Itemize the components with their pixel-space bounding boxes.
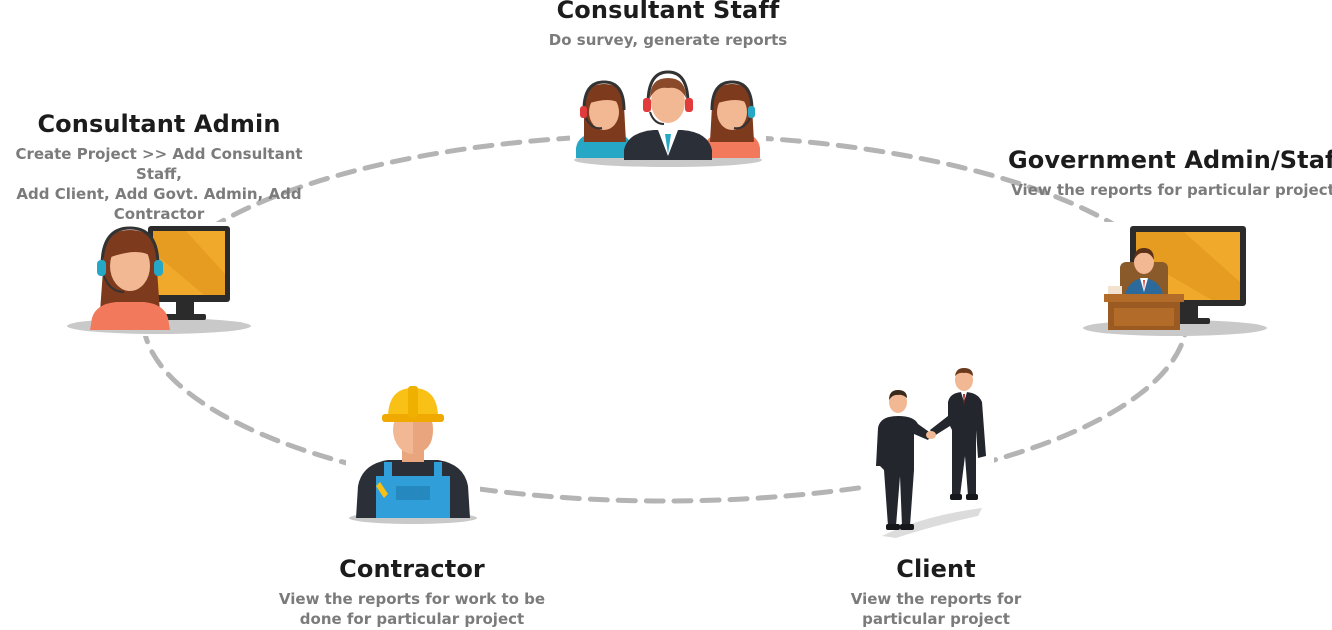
support-team-icon bbox=[570, 66, 766, 170]
role-client: Client View the reports for particular p… bbox=[806, 555, 1066, 629]
role-description: View the reports for particular project bbox=[806, 589, 1066, 629]
description-line: particular project bbox=[862, 610, 1010, 628]
role-title: Client bbox=[896, 555, 976, 583]
role-description: View the reports for work to be done for… bbox=[262, 589, 562, 629]
description-line: done for particular project bbox=[299, 610, 525, 628]
description-line: Contractor bbox=[113, 205, 205, 223]
role-title: Contractor bbox=[339, 555, 485, 583]
official-at-desk-icon bbox=[1080, 222, 1270, 336]
construction-worker-icon bbox=[346, 382, 480, 526]
role-title: Consultant Staff bbox=[556, 0, 780, 24]
description-line: View the reports for work to be bbox=[278, 590, 546, 608]
role-description: View the reports for particular project bbox=[1011, 181, 1332, 199]
role-description: Do survey, generate reports bbox=[548, 31, 788, 49]
description-line: Create Project >> Add Consultant Staff, bbox=[15, 145, 303, 183]
role-title: Government Admin/Staff bbox=[1008, 146, 1332, 174]
handshake-icon bbox=[862, 366, 994, 542]
role-consultant-staff: Consultant Staff Do survey, generate rep… bbox=[468, 0, 868, 50]
role-contractor: Contractor View the reports for work to … bbox=[262, 555, 562, 629]
role-government: Government Admin/Staff View the reports … bbox=[1008, 146, 1332, 200]
operator-at-computer-icon bbox=[64, 222, 254, 336]
description-line: Add Client, Add Govt. Admin, Add bbox=[16, 185, 302, 203]
role-consultant-admin: Consultant Admin Create Project >> Add C… bbox=[0, 110, 324, 224]
role-title: Consultant Admin bbox=[37, 110, 281, 138]
role-description: Create Project >> Add Consultant Staff, … bbox=[0, 144, 324, 224]
description-line: View the reports for bbox=[850, 590, 1022, 608]
